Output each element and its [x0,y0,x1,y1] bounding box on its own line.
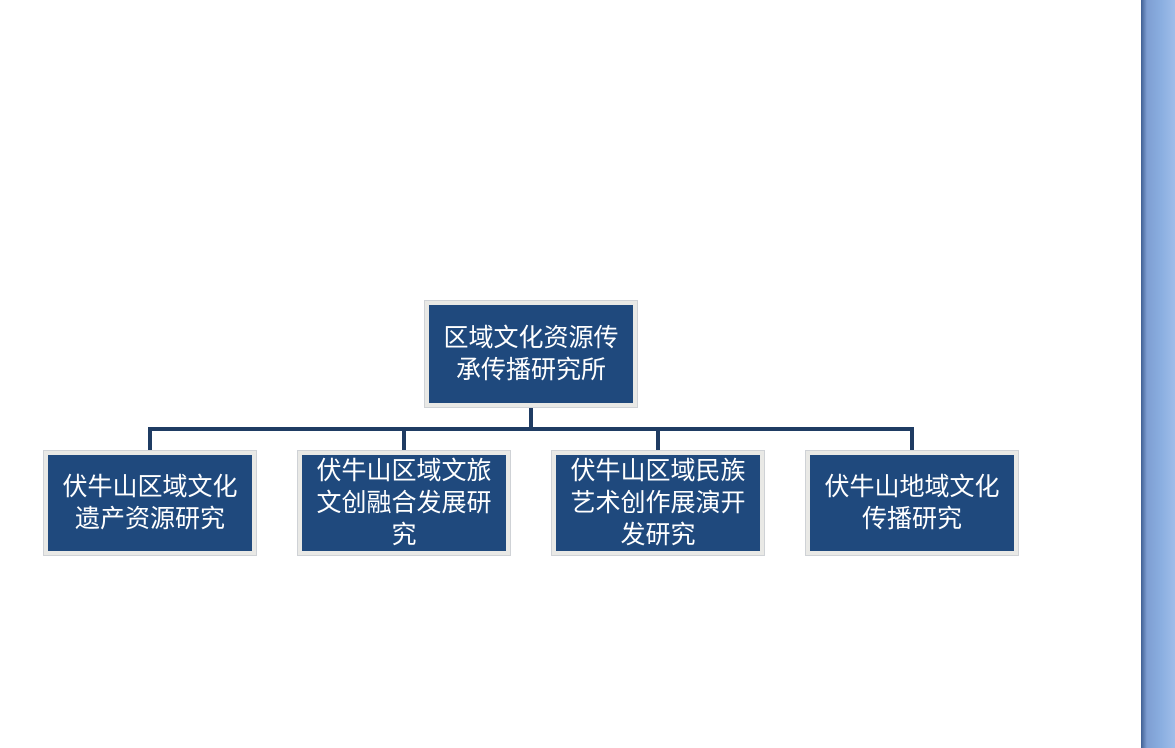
child-node-3[interactable]: 伏牛山区域民族艺术创作展演开发研究 [551,450,765,556]
child-node-4-label: 伏牛山地域文化传播研究 [824,472,1000,533]
child-node-1[interactable]: 伏牛山区域文化遗产资源研究 [43,450,257,556]
connector-lines [148,406,914,452]
child-node-3-label: 伏牛山区域民族艺术创作展演开发研究 [570,456,746,549]
window-side-panel [1141,0,1175,748]
child-node-4[interactable]: 伏牛山地域文化传播研究 [805,450,1019,556]
root-node[interactable]: 区域文化资源传承传播研究所 [424,300,638,408]
child-node-1-label: 伏牛山区域文化遗产资源研究 [62,472,238,533]
root-node-label: 区域文化资源传承传播研究所 [443,323,619,384]
child-node-2[interactable]: 伏牛山区域文旅文创融合发展研究 [297,450,511,556]
child-node-2-label: 伏牛山区域文旅文创融合发展研究 [316,456,492,549]
